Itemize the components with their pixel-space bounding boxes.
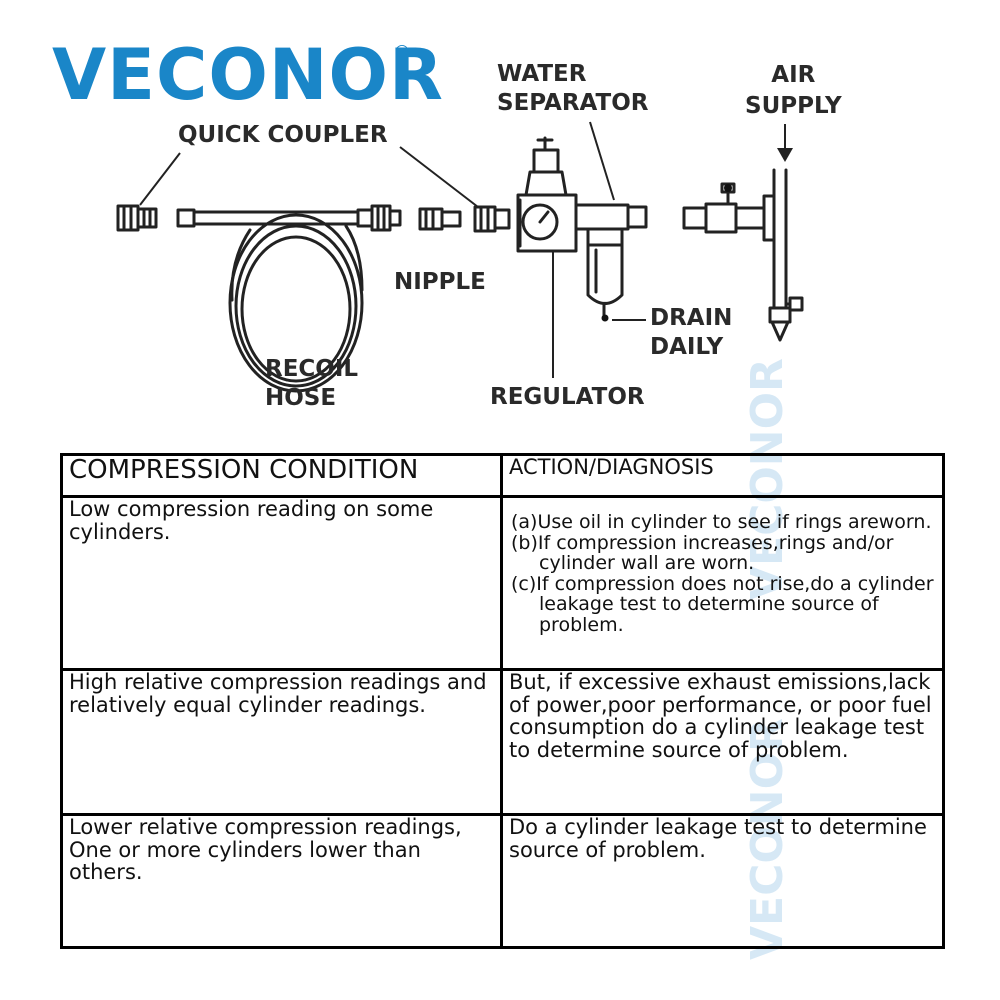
action-cell: But, if excessive exhaust emissions,lack… <box>500 668 945 816</box>
nipple <box>418 207 462 231</box>
label-regulator: REGULATOR <box>490 384 645 410</box>
condition-cell: High relative compression readings and r… <box>60 668 503 816</box>
label-quick-coupler: QUICK COUPLER <box>178 122 388 148</box>
header-compression-condition: COMPRESSION CONDITION <box>60 453 503 498</box>
condition-cell: Low compression reading on some cylinder… <box>60 495 503 671</box>
action-step: (a)Use oil in cylinder to see if rings a… <box>511 511 932 533</box>
label-recoil-hose-line2: HOSE <box>265 384 337 411</box>
table-header-row: COMPRESSION CONDITION ACTION/DIAGNOSIS <box>60 453 945 498</box>
quick-coupler-left <box>116 204 158 232</box>
label-water-separator-line1: WATER <box>497 61 587 87</box>
registered-mark: ® <box>393 42 411 63</box>
air-supply-diagram <box>116 121 804 393</box>
label-drain-daily-line2: DAILY <box>650 333 724 360</box>
table-row: Low compression reading on some cylinder… <box>60 495 945 671</box>
label-drain-daily: DRAIN DAILY <box>650 304 732 362</box>
label-air-supply-line2: SUPPLY <box>745 92 842 119</box>
label-water-separator: WATER SEPARATOR <box>497 60 649 118</box>
brand-logo: VECONOR <box>52 34 444 116</box>
label-recoil-hose-line1: RECOIL <box>265 356 359 382</box>
label-nipple: NIPPLE <box>394 269 486 295</box>
recoil-hose <box>176 204 402 393</box>
quick-coupler-right <box>473 205 511 233</box>
label-air-supply: AIR SUPPLY <box>745 61 842 121</box>
air-supply-pipe <box>768 168 804 342</box>
label-air-supply-line1: AIR <box>771 62 816 88</box>
label-water-separator-line2: SEPARATOR <box>497 89 649 116</box>
condition-cell: Lower relative compression readings, One… <box>60 813 503 949</box>
air-supply-valve <box>682 182 776 242</box>
table-row: Lower relative compression readings, One… <box>60 813 945 949</box>
table-row: High relative compression readings and r… <box>60 668 945 816</box>
regulator <box>516 136 578 253</box>
label-recoil-hose: RECOIL HOSE <box>265 355 358 413</box>
compression-diagnosis-table: COMPRESSION CONDITION ACTION/DIAGNOSIS L… <box>60 453 945 949</box>
action-cell: (a)Use oil in cylinder to see if rings a… <box>500 495 945 671</box>
action-step: (c)If compression does not rise,do a cyl… <box>511 572 934 636</box>
action-step: (b)If compression increases,rings and/or… <box>511 531 894 575</box>
action-cell: Do a cylinder leakage test to determine … <box>500 813 945 949</box>
label-drain-daily-line1: DRAIN <box>650 305 733 331</box>
header-action-diagnosis: ACTION/DIAGNOSIS <box>500 453 945 498</box>
water-separator <box>574 203 648 318</box>
